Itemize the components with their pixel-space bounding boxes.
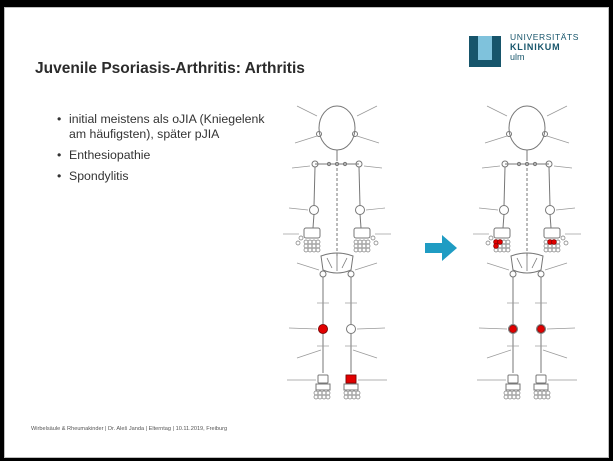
body-figure-before: [283, 106, 391, 399]
inflamed-knee-joint: [319, 325, 328, 334]
body-figure-after: [473, 106, 581, 399]
logo-line-1: UNIVERSITÄTS: [510, 32, 579, 42]
logo-text: UNIVERSITÄTS KLINIKUM ulm: [510, 32, 579, 62]
logo-line-3: ulm: [510, 52, 579, 62]
slide: UNIVERSITÄTS KLINIKUM ulm Juvenile Psori…: [4, 7, 609, 458]
slide-title: Juvenile Psoriasis-Arthritis: Arthritis: [35, 60, 305, 78]
inflamed-finger-joint: [552, 240, 557, 245]
slide-footer: Wirbelsäule & Rheumakinder | Dr. Aleš Ja…: [31, 426, 227, 432]
inflamed-knee-joint: [537, 325, 544, 332]
bullet-item: Enthesiopathie: [57, 148, 267, 163]
inflamed-finger-joint: [498, 240, 503, 245]
inflamed-ankle-joint: [346, 375, 356, 383]
inflamed-finger-joint: [494, 244, 499, 249]
inflamed-knee-joint: [509, 325, 516, 332]
logo-line-2: KLINIKUM: [510, 42, 579, 52]
university-logo: UNIVERSITÄTS KLINIKUM ulm: [467, 30, 597, 72]
bullet-list: initial meistens als oJIA (Kniegelenk am…: [57, 112, 267, 190]
arrow-right-icon: [425, 235, 457, 261]
logo-mark-icon: [467, 34, 503, 68]
bullet-item: Spondylitis: [57, 169, 267, 184]
joint-homunculus-diagram: [277, 88, 602, 428]
bullet-item: initial meistens als oJIA (Kniegelenk am…: [57, 112, 267, 142]
